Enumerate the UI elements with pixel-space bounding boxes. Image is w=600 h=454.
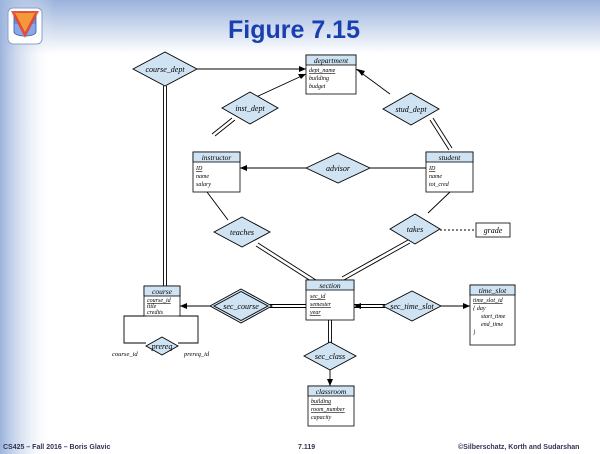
entity-attr: tot_cred [429,182,450,188]
rel-sec-course [209,288,273,324]
entity-attr: name [196,174,209,180]
rel-label-sec-time-slot: sec_time_slot [390,302,434,311]
entity-department: department dept_name building budget [305,54,357,95]
entity-name: classroom [316,387,347,396]
entity-name: department [314,56,349,65]
rel-prereq [145,336,179,356]
entity-attr: end_time [481,322,503,328]
role-label-course-id: course_id [112,351,138,358]
rel-inst-dept [221,91,279,125]
entity-attr: building [309,76,329,82]
rel-sec-class [303,341,357,371]
entity-attr-pk: building [311,399,331,405]
rel-teaches [213,216,271,248]
entity-instructor: instructor ID name salary [192,151,241,193]
rel-label-sec-course: sec_course [223,302,259,311]
entity-attr: } [473,330,476,336]
entity-name: section [319,281,340,290]
entity-section: section sec_id semester year [305,279,355,321]
rel-sec-time-slot [382,290,442,322]
entity-attr-pk: room_number [311,407,345,413]
rel-label-course-dept: course_dept [145,65,185,74]
rel-course-dept [132,51,198,87]
slide-title: Figure 7.15 [228,16,360,44]
entity-attr: capacity [311,415,332,421]
role-label-prereq-id: prereq_id [183,351,210,358]
footer-copyright: ©Silberschatz, Korth and Sudarshan [458,444,580,451]
footer-course: CS425 – Fall 2016 – Boris Glavic [3,444,111,451]
entity-attr-pk: course_id [147,298,172,304]
entity-attr-pk: dept_name [309,68,336,74]
entity-name: time_slot [479,286,507,295]
left-gradient-bar [0,0,54,454]
entity-name: instructor [202,153,232,162]
rel-takes [389,213,441,245]
entity-name: course [152,287,173,296]
entity-attr: { day [473,306,486,312]
entity-attr: credits [147,310,164,316]
rel-label-takes: takes [407,225,423,234]
entity-name: student [439,153,462,162]
rel-sec-course-inner [213,290,269,322]
arrowheads [180,66,470,386]
rel-label-inst-dept: inst_dept [235,104,265,113]
rel-stud-dept [382,92,440,126]
entity-attr-pk: semester [310,302,332,308]
rel-label-teaches: teaches [230,228,254,237]
entity-attr: title [147,304,157,310]
grade-attribute-label: grade [484,226,503,235]
entity-attr-pk: ID [195,166,203,172]
rel-label-advisor: advisor [326,164,351,173]
footer-page-number: 7.119 [298,444,316,451]
entity-attr: name [429,174,442,180]
grade-attribute-box [475,222,511,238]
relationship-diamonds [132,51,442,371]
entity-attr: start_time [481,314,506,320]
connector-lines [123,68,476,386]
entity-attr-pk: time_slot_id [473,298,504,304]
entity-attr-pk: sec_id [310,294,326,300]
entity-course: course course_id title credits [143,285,181,317]
entity-classroom: classroom building room_number capacity [307,385,355,427]
entity-attr: salary [196,182,211,188]
entity-time-slot: time_slot time_slot_id { day start_time … [469,284,516,346]
rel-label-stud-dept: stud_dept [395,105,427,114]
top-gradient-bar [0,0,600,54]
entity-attr-pk: ID [428,166,436,172]
entity-attr: budget [309,84,326,90]
entity-attr-pk: year [309,310,321,316]
entity-student: student ID name tot_cred [425,151,474,193]
rel-label-sec-class: sec_class [315,352,345,361]
database-logo-icon [7,7,43,45]
rel-advisor [304,152,372,184]
rel-label-prereq: prereq [151,342,173,351]
